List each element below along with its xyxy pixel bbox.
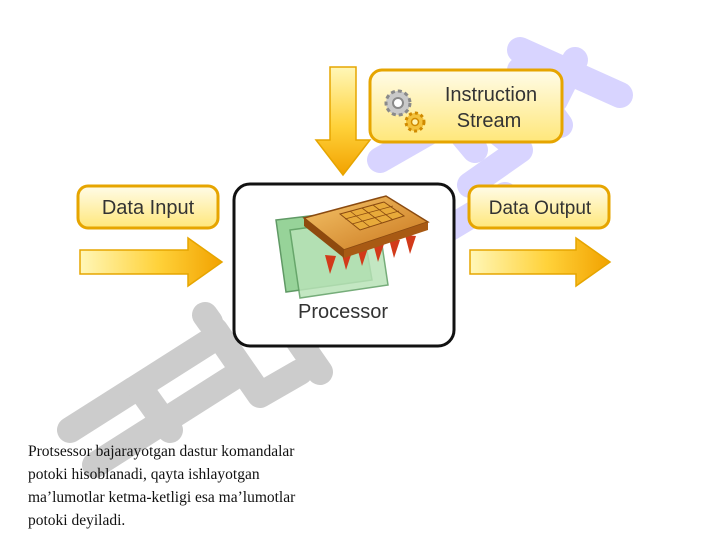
processor-text: Processor xyxy=(298,301,388,323)
data-input-label: Data Input xyxy=(76,184,220,230)
instruction-label-line2: Stream xyxy=(457,110,521,132)
caption-line-3: ma’lumotlar ketma-ketligi esa ma’lumotla… xyxy=(28,489,296,506)
instruction-down-arrow xyxy=(314,66,372,177)
processor-box: Processor xyxy=(232,182,456,348)
instruction-label-line1: Instruction xyxy=(445,84,537,106)
data-output-arrow xyxy=(469,236,612,288)
caption-line-2: potoki hisoblanadi, qayta ishlayotgan xyxy=(28,466,260,483)
data-input-text: Data Input xyxy=(102,197,195,219)
data-output-label: Data Output xyxy=(467,184,611,230)
data-input-arrow xyxy=(79,236,224,288)
caption-line-1: Protsessor bajarayotgan dastur komandala… xyxy=(28,443,295,460)
data-output-text: Data Output xyxy=(489,198,592,219)
caption: Protsessor bajarayotgan dastur komandala… xyxy=(28,440,358,532)
caption-line-4: potoki deyiladi. xyxy=(28,512,126,529)
instruction-stream-label: Instruction Stream xyxy=(368,68,564,144)
